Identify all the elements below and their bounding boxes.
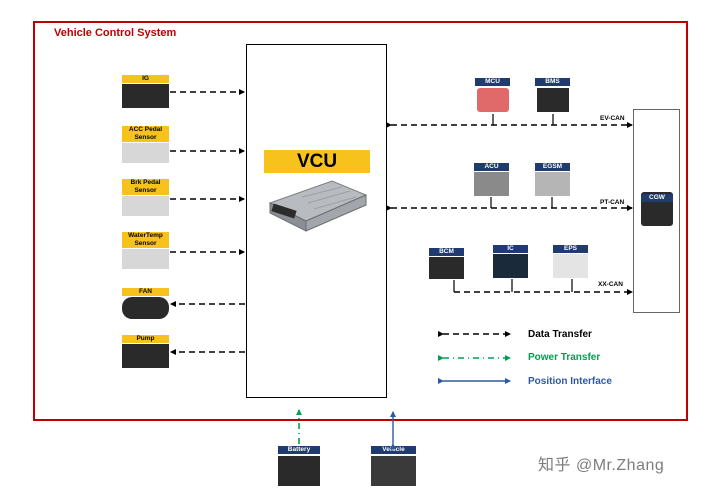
node-label-acu: ACU <box>474 163 509 171</box>
cgw-label: CGW <box>641 194 673 202</box>
output-label-pump: Pump <box>122 335 169 343</box>
bus-label-xx-can: XX-CAN <box>598 281 623 288</box>
egsm-image <box>535 172 570 196</box>
ic-image <box>493 254 528 278</box>
node-label-bms: BMS <box>535 78 570 86</box>
brk-pedal-image <box>122 196 169 216</box>
node-label-eps: EPS <box>553 245 588 253</box>
legend-data-transfer: Data Transfer <box>528 329 592 340</box>
output-label-fan: FAN <box>122 288 169 296</box>
node-label-bcm: BCM <box>429 248 464 256</box>
input-label-brk-pedal: Brk Pedal Sensor <box>122 179 169 195</box>
input-label-acc-line1: ACC Pedal <box>128 126 163 133</box>
bus-label-ev-can: EV-CAN <box>600 115 625 122</box>
watertemp-sensor-image <box>122 249 169 269</box>
bottom-label-vehicle: Vehicle <box>371 446 416 454</box>
vcu-label: VCU <box>264 150 370 173</box>
legend-power-transfer: Power Transfer <box>528 352 601 363</box>
node-label-egsm: EGSM <box>535 163 570 171</box>
vcu-ecu-image <box>262 177 370 233</box>
acu-image <box>474 172 509 196</box>
input-label-watertemp: WaterTemp Sensor <box>122 232 169 248</box>
input-label-acc-line2: Sensor <box>134 134 157 141</box>
pump-image <box>122 344 169 368</box>
system-frame <box>33 21 688 421</box>
input-label-ig: IG <box>122 75 169 83</box>
input-label-brk-line2: Sensor <box>134 187 157 194</box>
diagram-title: Vehicle Control System <box>54 27 177 39</box>
input-label-brk-line1: Brk Pedal <box>130 179 161 186</box>
input-label-water-line1: WaterTemp <box>128 232 163 239</box>
vehicle-image <box>371 456 416 486</box>
input-label-acc-pedal: ACC Pedal Sensor <box>122 126 169 142</box>
acc-pedal-image <box>122 143 169 163</box>
bcm-image <box>429 257 464 279</box>
input-label-water-line2: Sensor <box>134 240 157 247</box>
node-label-mcu: MCU <box>475 78 510 86</box>
fan-image <box>122 297 169 319</box>
ig-switch-image <box>122 84 169 108</box>
node-label-ic: IC <box>493 245 528 253</box>
mcu-image <box>477 88 509 112</box>
bus-label-pt-can: PT-CAN <box>600 199 625 206</box>
bms-image <box>537 88 569 112</box>
watermark: 知乎 @Mr.Zhang <box>538 457 665 474</box>
legend-position-interface: Position Interface <box>528 376 612 387</box>
bottom-label-battery: Battery <box>278 446 320 454</box>
eps-image <box>553 254 588 278</box>
battery-image <box>278 456 320 486</box>
